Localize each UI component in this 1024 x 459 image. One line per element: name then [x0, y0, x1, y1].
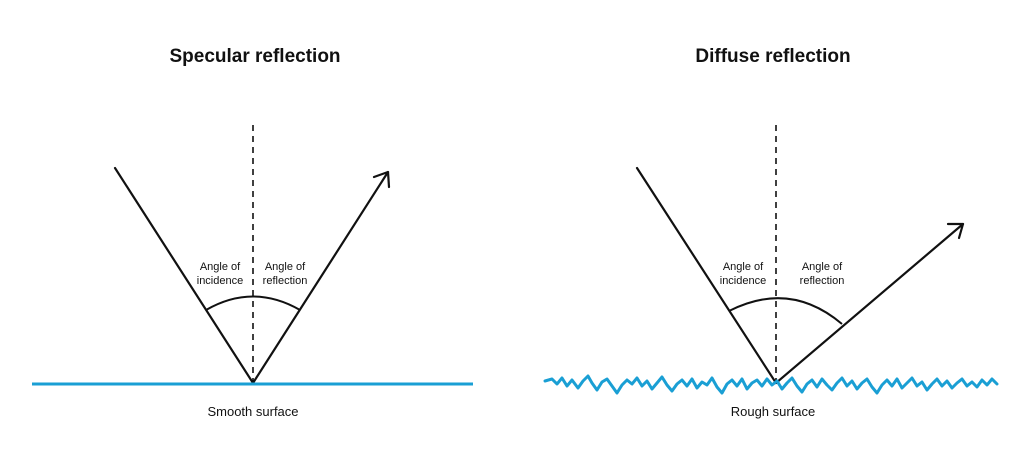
specular-incidence-label-line2: incidence: [197, 275, 243, 287]
specular-title: Specular reflection: [169, 46, 340, 67]
diffuse-title: Diffuse reflection: [695, 46, 850, 67]
diffuse-angle-arc: [728, 297, 843, 325]
rough-surface-line: [543, 374, 999, 395]
diffuse-reflected-arrowhead: [946, 222, 965, 240]
specular-reflection-label-line1: Angle of: [265, 261, 306, 273]
diffuse-incidence-label-line1: Angle of: [723, 261, 764, 273]
diffuse-reflection-label-line2: reflection: [800, 275, 845, 287]
diffuse-incident-ray: [635, 166, 778, 385]
specular-reflected-arrowhead: [372, 170, 391, 189]
specular-reflected-ray: [251, 170, 390, 385]
diffuse-incidence-label-line2: incidence: [720, 275, 766, 287]
smooth-surface-label: Smooth surface: [207, 404, 298, 419]
diffuse-panel: Diffuse reflection Angle of incidence An…: [543, 46, 999, 419]
diffuse-reflected-ray: [774, 222, 965, 385]
specular-incident-ray: [113, 166, 255, 385]
specular-incidence-label-line1: Angle of: [200, 261, 241, 273]
specular-panel: Specular reflection Angle of incidence A…: [32, 46, 473, 419]
diffuse-reflection-label-line1: Angle of: [802, 261, 843, 273]
rough-surface-label: Rough surface: [731, 404, 816, 419]
specular-reflection-label-line2: reflection: [263, 275, 308, 287]
specular-angle-arc: [205, 295, 301, 311]
